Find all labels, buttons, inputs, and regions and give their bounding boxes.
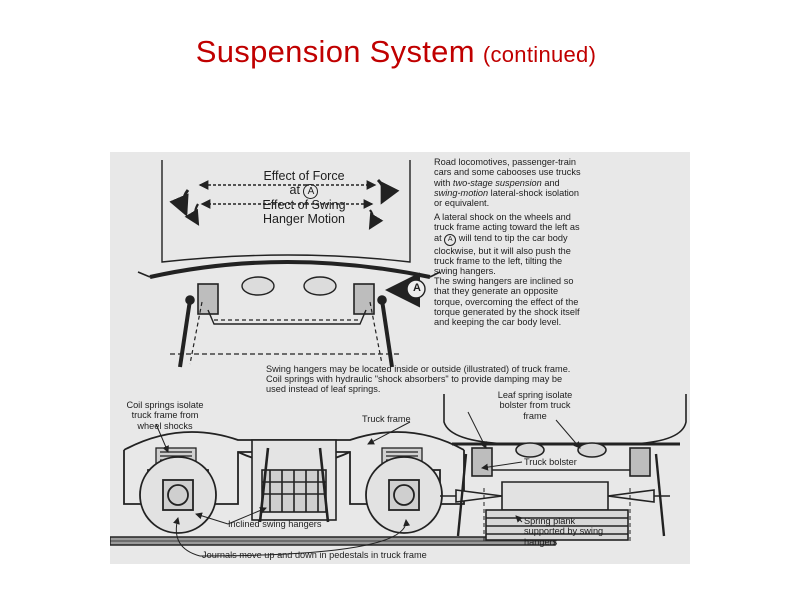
car-body-end-lower [443,394,687,458]
leader-lines-left [155,421,411,557]
force-label-line4: Hanger Motion [263,211,345,226]
truck-bolster-side [251,439,337,523]
force-label-line2: at A [236,182,372,199]
force-label-at: at [289,182,300,197]
label-truck-frame: Truck frame [362,414,411,424]
title-subtitle: (continued) [482,42,597,67]
note-paragraph-1: Road locomotives, passenger-train cars a… [434,157,588,208]
caption-line-2: Coil springs with hydraulic "shock absor… [266,374,563,395]
note1-emphasis-a: two-stage suspension [452,177,542,188]
note1-text-b: and [541,177,560,188]
label-truck-bolster: Truck bolster [524,457,577,467]
suspension-diagram: Effect of Force at A Effect of Swing Han… [110,152,690,564]
force-motion-label: Effect of Force at A Effect of Swing Han… [236,169,372,226]
note2-marker-a: A [444,233,457,246]
label-leaf-spring: Leaf spring isolate bolster from truck f… [497,390,573,421]
note1-text-a: Road locomotives, passenger-train cars a… [434,157,581,188]
marker-a-circle [406,279,426,299]
note-paragraph-2: A lateral shock on the wheels and truck … [434,212,588,276]
force-label-line3: Effect of Swing [262,197,346,212]
truck-bolster-end [440,447,670,544]
leader-lines-right [467,411,581,523]
force-label-line1: Effect of Force [263,169,345,183]
caption-line-1: Swing hangers may be located inside or o… [266,364,571,374]
swing-hanger-assembly [170,272,420,368]
note2-text-b: will tend to tip the car body clockwise,… [434,232,571,277]
slide-title: Suspension System (continued) [0,34,792,70]
label-coil-springs: Coil springs isolate truck frame from wh… [126,400,204,431]
note2-text-a: A lateral shock on the wheels and truck … [434,212,580,243]
car-body-end-view [137,160,441,279]
label-spring-plank: Spring plank supported by swing hangers [524,516,604,547]
note1-emphasis-b: swing-motion [434,187,489,198]
side-marker-a: A [413,282,421,294]
force-arrows [169,178,400,230]
label-journals: Journals move up and down in pedestals i… [202,550,427,560]
note1-text-c: lateral-shock isolation or equivalent. [434,187,580,209]
track-rail [110,536,556,546]
force-label-marker-a: A [303,183,319,199]
diagram-drawing [110,160,687,557]
label-inclined-swing-hangers: Inclined swing hangers [228,519,322,529]
bolster-pads [241,276,337,296]
title-main: Suspension System [195,34,475,69]
note-paragraph-3: The swing hangers are inclined so that t… [434,276,580,328]
